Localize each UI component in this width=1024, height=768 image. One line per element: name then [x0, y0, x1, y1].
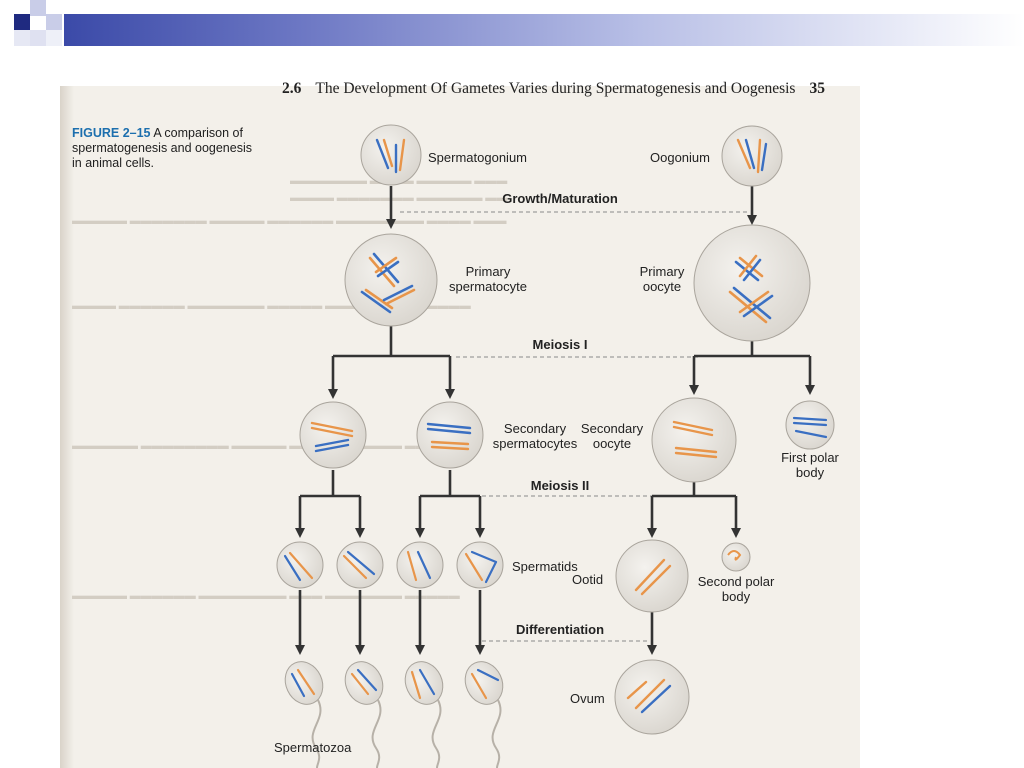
- second-polar-body-cell: [721, 542, 751, 572]
- lineage-arrows: [295, 186, 815, 655]
- label-spermatogonium: Spermatogonium: [428, 150, 527, 165]
- banner-square: [30, 30, 46, 46]
- section-title: The Development Of Gametes Varies during…: [315, 80, 796, 97]
- spermatogonium-cell: [360, 124, 422, 186]
- spermatid-cell: [396, 541, 444, 589]
- stage-growth-maturation: Growth/Maturation: [502, 191, 618, 206]
- label-ootid: Ootid: [572, 572, 603, 587]
- label-oogonium: Oogonium: [650, 150, 710, 165]
- spermatid-cell: [276, 541, 324, 589]
- ootid-cell: [615, 539, 689, 613]
- stage-meiosis-1: Meiosis I: [533, 337, 588, 352]
- primary-oocyte-cell: [693, 224, 811, 342]
- section-number: 2.6: [282, 80, 302, 97]
- label-first-polar-body-1: First polar: [781, 450, 839, 465]
- stage-meiosis-2: Meiosis II: [531, 478, 590, 493]
- label-first-polar-body-2: body: [796, 465, 825, 480]
- running-header: 2.6 The Development Of Gametes Varies dur…: [282, 80, 825, 98]
- label-secondary-oocyte-1: Secondary: [581, 421, 644, 436]
- label-primary-oocyte-1: Primary: [640, 264, 685, 279]
- banner-square: [14, 30, 30, 46]
- label-second-polar-body-1: Second polar: [698, 574, 775, 589]
- secondary-spermatocyte-cell: [416, 401, 484, 469]
- banner-square: [46, 14, 62, 30]
- label-primary-spermatocyte-2: spermatocyte: [449, 279, 527, 294]
- figure-caption: FIGURE 2–15 A comparison of spermatogene…: [72, 126, 262, 171]
- label-primary-spermatocyte-1: Primary: [466, 264, 511, 279]
- banner-gradient-bar: [64, 14, 1024, 46]
- spermatozoon: [344, 661, 384, 768]
- page-number: 35: [809, 80, 825, 97]
- spermatozoon: [464, 661, 504, 768]
- figure-label: FIGURE 2–15: [72, 126, 151, 140]
- label-ovum: Ovum: [570, 691, 605, 706]
- label-secondary-spermatocytes-2: spermatocytes: [493, 436, 578, 451]
- oogonium-cell: [721, 125, 783, 187]
- stage-divider-lines: [400, 211, 748, 642]
- label-primary-oocyte-2: oocyte: [643, 279, 681, 294]
- first-polar-body-cell: [785, 400, 835, 450]
- slide-banner: [0, 0, 1024, 58]
- primary-spermatocyte-cell: [344, 233, 438, 327]
- secondary-spermatocyte-cell: [299, 401, 367, 469]
- label-spermatozoa: Spermatozoa: [274, 740, 352, 755]
- label-secondary-spermatocytes-1: Secondary: [504, 421, 567, 436]
- spermatozoon: [404, 661, 444, 768]
- label-second-polar-body-2: body: [722, 589, 751, 604]
- spermatid-cell: [456, 541, 504, 589]
- ovum-cell: [614, 659, 690, 735]
- secondary-oocyte-cell: [651, 397, 737, 483]
- spermatid-cell: [336, 541, 384, 589]
- page-binding-edge: [60, 86, 74, 768]
- label-secondary-oocyte-2: oocyte: [593, 436, 631, 451]
- stage-differentiation: Differentiation: [516, 622, 604, 637]
- banner-square: [46, 30, 62, 46]
- spermatozoon: [284, 661, 324, 768]
- banner-square: [14, 14, 30, 30]
- banner-square: [30, 0, 46, 16]
- label-spermatids: Spermatids: [512, 559, 578, 574]
- caption-text: A comparison of spermatogenesis and ooge…: [72, 126, 252, 170]
